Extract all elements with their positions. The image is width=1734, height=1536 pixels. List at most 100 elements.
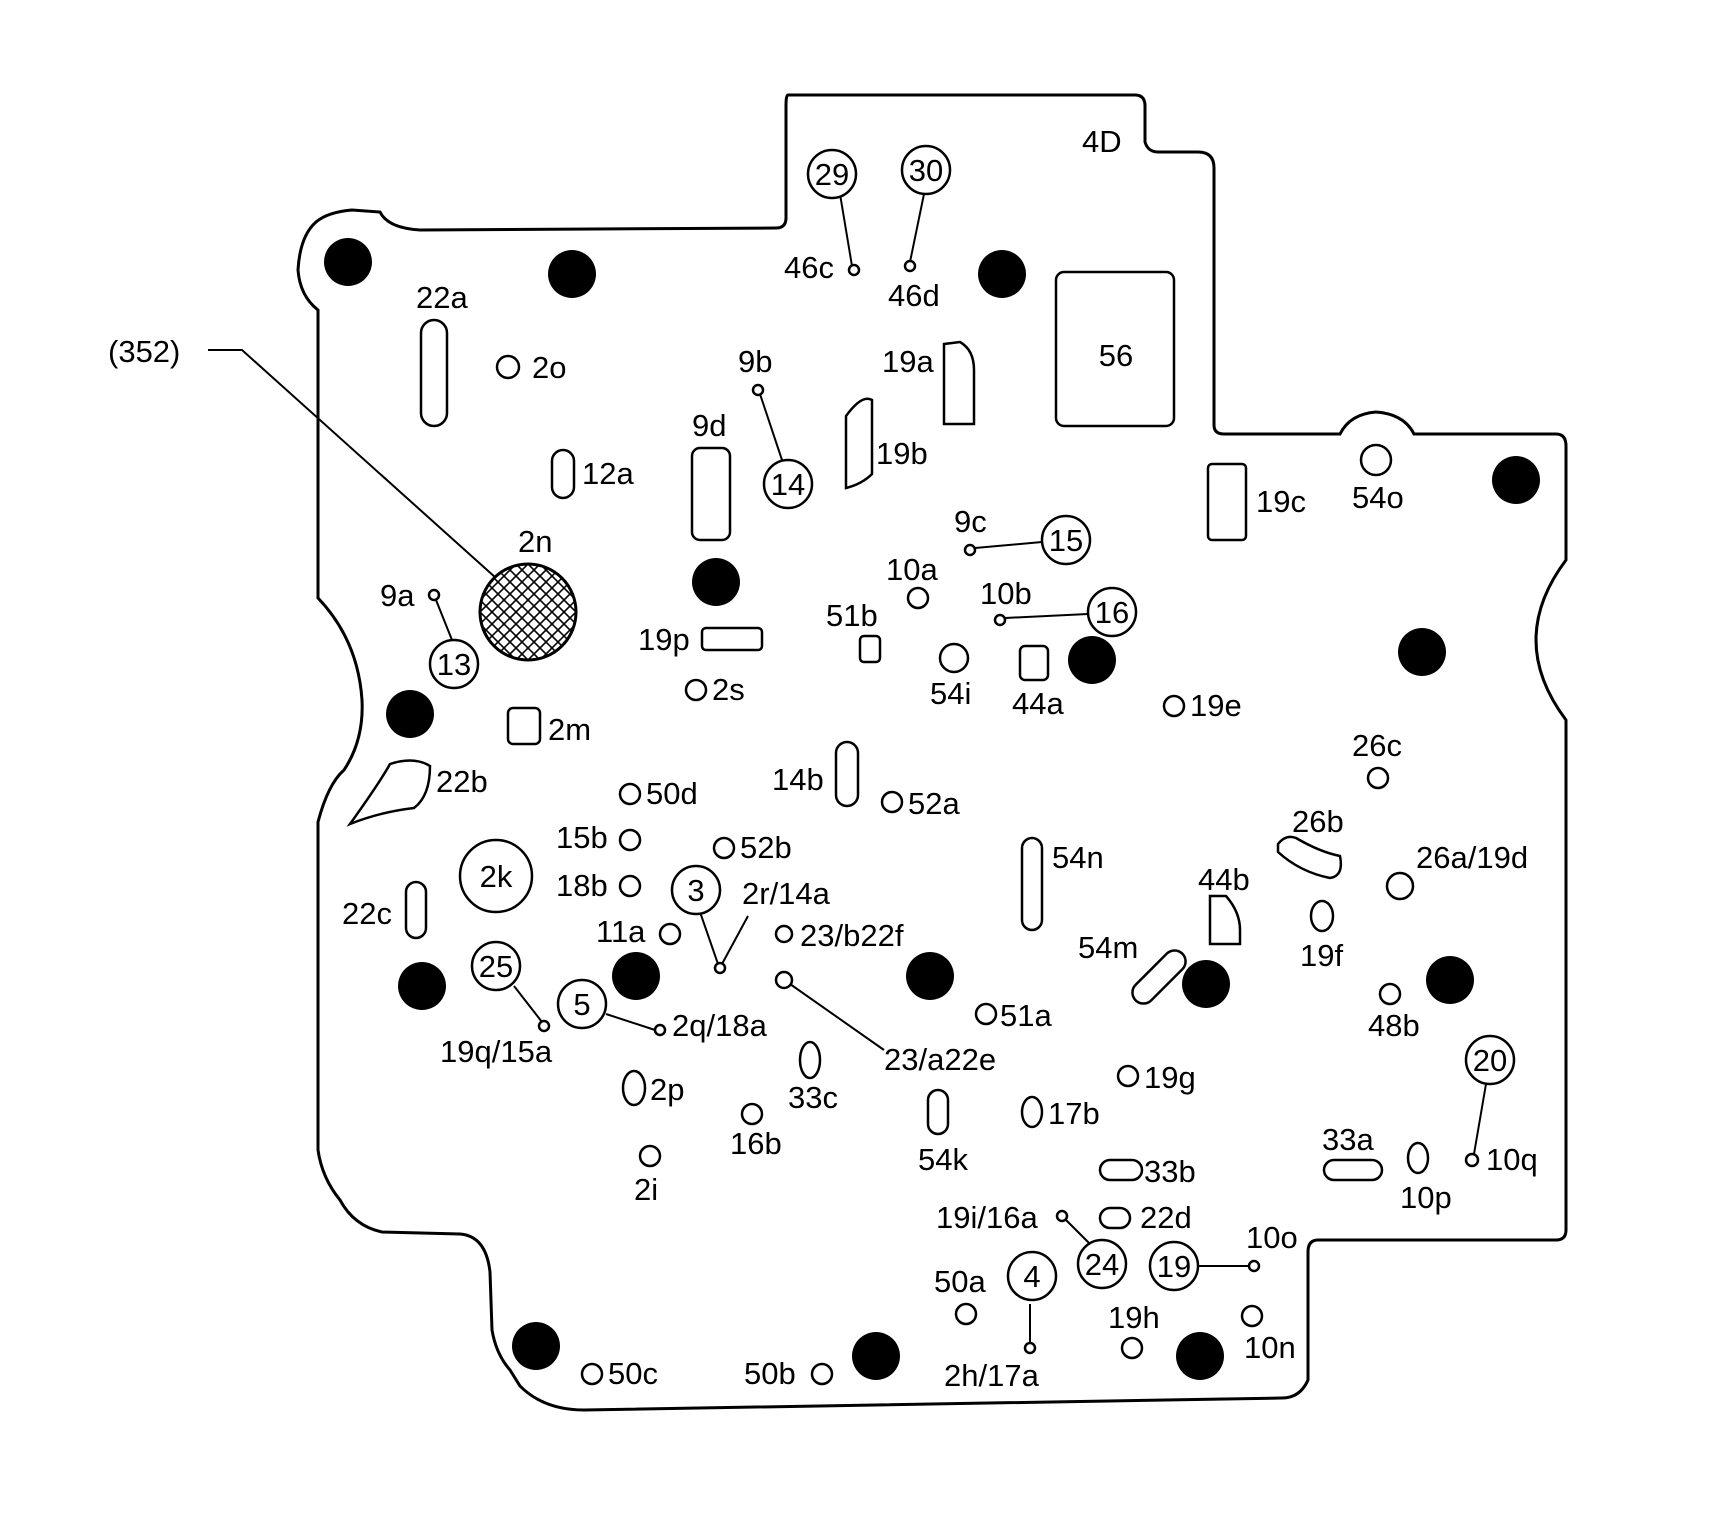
label-54o: 54o xyxy=(1352,480,1404,515)
slot-10p xyxy=(1406,1141,1430,1175)
callout-352: (352) xyxy=(108,334,180,369)
hole-48b xyxy=(1378,982,1402,1006)
label-50d: 50d xyxy=(646,776,698,811)
slot-44b xyxy=(1208,894,1242,946)
figure-id: 4D xyxy=(1082,124,1122,159)
marker-5: 5 xyxy=(556,978,608,1030)
svg-text:15: 15 xyxy=(1049,523,1083,558)
hole-10a xyxy=(906,586,930,610)
label-50c: 50c xyxy=(608,1356,658,1391)
leader-25 xyxy=(513,985,543,1023)
label-19p: 19p xyxy=(638,622,690,657)
orifice-2h17a xyxy=(1023,1341,1037,1355)
label-10n: 10n xyxy=(1244,1330,1296,1365)
slot-19f xyxy=(1309,899,1335,933)
bolt-hole xyxy=(1182,960,1230,1008)
label-10b: 10b xyxy=(980,576,1032,611)
label-44a: 44a xyxy=(1012,686,1064,721)
hole-15b xyxy=(618,828,642,852)
svg-text:5: 5 xyxy=(573,987,590,1022)
passages xyxy=(346,270,1430,1230)
hole-51a xyxy=(974,1002,998,1026)
label-22b: 22b xyxy=(436,764,488,799)
bolt-hole xyxy=(1492,456,1540,504)
svg-text:2k: 2k xyxy=(480,859,513,894)
leader-2r14a xyxy=(721,915,749,965)
label-19q15a: 19q/15a xyxy=(440,1034,553,1069)
label-46d: 46d xyxy=(888,278,940,313)
hole-50b xyxy=(810,1362,834,1386)
leader-30 xyxy=(909,193,925,263)
label-15b: 15b xyxy=(556,820,608,855)
slot-44a xyxy=(1018,644,1050,682)
slot-33c xyxy=(798,1040,822,1080)
hole-18b xyxy=(618,874,642,898)
label-19b: 19b xyxy=(876,436,928,471)
label-9c: 9c xyxy=(954,504,987,539)
slot-22d xyxy=(1098,1206,1132,1230)
slot-19c xyxy=(1206,462,1248,542)
svg-text:24: 24 xyxy=(1085,1247,1119,1282)
marker-14: 14 xyxy=(762,458,814,510)
marker-19: 19 xyxy=(1148,1240,1200,1292)
leader-16 xyxy=(1004,613,1089,619)
label-33b: 33b xyxy=(1144,1154,1196,1189)
orifice-2q18a xyxy=(653,1023,667,1037)
hole-54o xyxy=(1359,443,1393,477)
hole-23b22f xyxy=(774,924,794,944)
leader-3 xyxy=(699,911,719,965)
slot-17b xyxy=(1020,1095,1044,1129)
hole-50c xyxy=(580,1362,604,1386)
label-54k: 54k xyxy=(918,1142,968,1177)
label-19i16a: 19i/16a xyxy=(936,1200,1038,1235)
label-26b: 26b xyxy=(1292,804,1344,839)
round-holes xyxy=(495,354,1415,1386)
svg-text:14: 14 xyxy=(771,467,805,502)
bolt-hole xyxy=(386,690,434,738)
hole-50a xyxy=(954,1302,978,1326)
bolt-hole xyxy=(398,962,446,1010)
slot-22a xyxy=(419,318,449,428)
check-ball-markers: 29 30 14 15 16 13 2k 3 25 5 20 4 24 19 xyxy=(428,144,1516,1302)
slot-19b xyxy=(844,397,874,490)
label-9b: 9b xyxy=(738,344,772,379)
svg-text:25: 25 xyxy=(479,949,513,984)
bolt-hole xyxy=(852,1332,900,1380)
slot-54m xyxy=(1131,949,1187,1005)
orifice-19q15a xyxy=(537,1019,551,1033)
leader-20 xyxy=(1473,1083,1487,1155)
label-22c: 22c xyxy=(342,896,392,931)
slot-33b xyxy=(1098,1158,1144,1182)
bolt-hole xyxy=(1426,956,1474,1004)
label-51b: 51b xyxy=(826,598,878,633)
orifice-9a xyxy=(427,588,441,602)
callout-352-leader xyxy=(208,349,497,579)
label-50b: 50b xyxy=(744,1356,796,1391)
bolt-hole xyxy=(1068,636,1116,684)
leader-29 xyxy=(839,193,853,267)
orifice-9c xyxy=(963,543,977,557)
label-10o: 10o xyxy=(1246,1220,1298,1255)
hole-52b xyxy=(712,836,736,860)
label-48b: 48b xyxy=(1368,1008,1420,1043)
orifice-10q xyxy=(1464,1152,1480,1168)
label-2q18a: 2q/18a xyxy=(672,1008,768,1043)
svg-text:20: 20 xyxy=(1473,1043,1507,1078)
slot-54n xyxy=(1020,836,1044,932)
label-19f: 19f xyxy=(1300,938,1343,973)
label-2r14a: 2r/14a xyxy=(742,876,831,911)
orifice-23a22e xyxy=(774,970,794,990)
hole-11a xyxy=(658,922,682,946)
port-56 xyxy=(1054,270,1176,428)
svg-text:16: 16 xyxy=(1095,595,1129,630)
label-2o: 2o xyxy=(532,350,566,385)
label-19g: 19g xyxy=(1144,1060,1196,1095)
slot-54k xyxy=(926,1088,950,1136)
label-19c: 19c xyxy=(1256,484,1306,519)
slot-33a xyxy=(1322,1158,1384,1182)
orifice-9b xyxy=(751,383,765,397)
slot-14b xyxy=(834,740,860,808)
marker-20: 20 xyxy=(1464,1034,1516,1086)
label-51a: 51a xyxy=(1000,998,1052,1033)
